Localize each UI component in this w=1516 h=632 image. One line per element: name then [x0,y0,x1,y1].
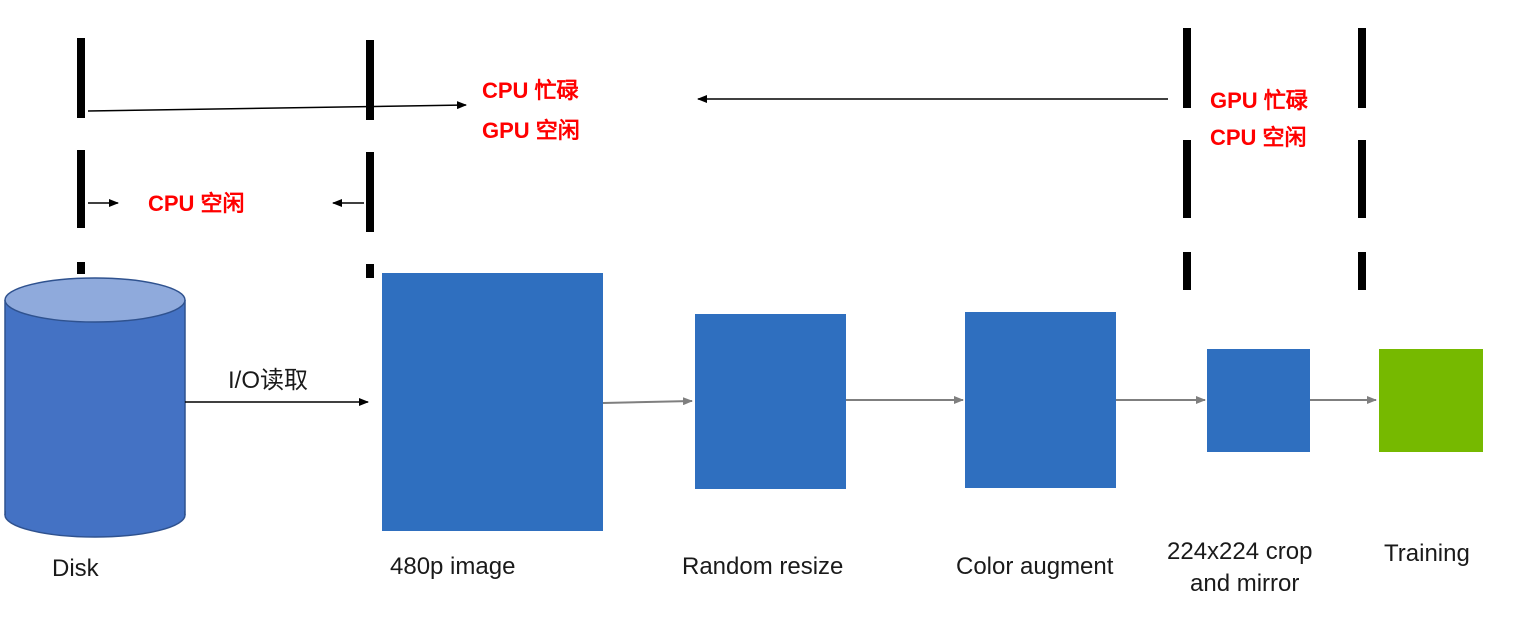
color-augment-label: Color augment [956,553,1114,580]
training-box [1379,349,1483,452]
training-label: Training [1384,540,1470,567]
disk-label: Disk [52,555,100,582]
cpu-busy-arrow [87,101,467,112]
disk-icon [4,277,186,538]
crop-box [1207,349,1310,452]
io-read-label: I/O读取 [228,367,308,394]
annotation-gpu-idle: GPU 空闲 [482,118,580,143]
left-divider-bar [77,38,85,274]
image-box [382,273,603,531]
annotation-cpu-idle-left: CPU 空闲 [148,191,245,216]
annotation-gpu-busy: GPU 忙碌 [1210,88,1309,113]
image-label: 480p image [390,553,515,580]
right-divider-bar-1 [1183,28,1191,290]
crop-label-line2: and mirror [1190,570,1299,597]
resize-label: Random resize [682,553,843,580]
resize-box [695,314,846,489]
annotation-cpu-busy: CPU 忙碌 [482,78,580,103]
color-augment-box [965,312,1116,488]
crop-label-line1: 224x224 crop [1167,538,1312,565]
arrow-image-to-resize [602,397,693,406]
right-divider-bar-2 [1358,28,1366,290]
annotation-cpu-idle-right: CPU 空闲 [1210,125,1307,150]
second-divider-bar [366,40,374,278]
